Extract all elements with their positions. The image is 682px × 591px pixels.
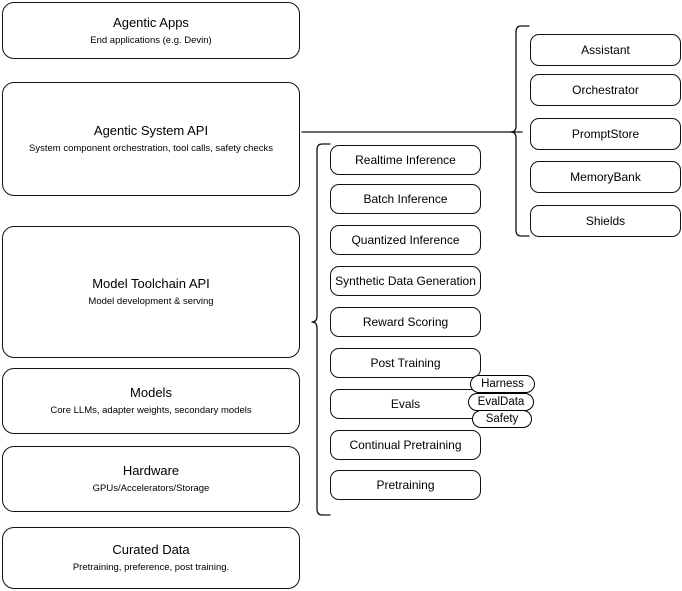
system-component-label: Assistant <box>581 43 630 57</box>
toolchain-item-label: Reward Scoring <box>362 315 449 329</box>
toolchain-item-label: Pretraining <box>376 478 435 492</box>
stack-layer-subtitle: Pretraining, preference, post training. <box>72 562 230 573</box>
system-component-label: PromptStore <box>571 127 640 141</box>
system-component-label: MemoryBank <box>570 170 641 184</box>
system-component-promptstore[interactable]: PromptStore <box>530 118 681 150</box>
system-component-memorybank[interactable]: MemoryBank <box>530 161 681 193</box>
evals-pill-safety[interactable]: Safety <box>472 410 532 428</box>
evals-pill-label: Safety <box>485 412 519 425</box>
toolchain-item-quantized-inference[interactable]: Quantized Inference <box>330 225 481 255</box>
stack-layer-agentic-apps[interactable]: Agentic Apps End applications (e.g. Devi… <box>2 2 300 59</box>
toolchain-item-label: Synthetic Data Generation <box>335 274 476 288</box>
evals-pill-evaldata[interactable]: EvalData <box>468 393 534 411</box>
stack-layer-title: Hardware <box>122 463 180 478</box>
toolchain-item-post-training[interactable]: Post Training <box>330 348 481 378</box>
system-component-label: Shields <box>585 214 626 228</box>
system-component-orchestrator[interactable]: Orchestrator <box>530 74 681 106</box>
toolchain-item-label: Continual Pretraining <box>349 438 462 452</box>
stack-layer-model-toolchain-api[interactable]: Model Toolchain API Model development & … <box>2 226 300 358</box>
toolchain-item-realtime-inference[interactable]: Realtime Inference <box>330 145 481 175</box>
toolchain-item-reward-scoring[interactable]: Reward Scoring <box>330 307 481 337</box>
middle-bracket <box>311 143 331 516</box>
toolchain-item-label: Quantized Inference <box>351 233 460 247</box>
stack-layer-agentic-system-api[interactable]: Agentic System API System component orch… <box>2 82 300 196</box>
stack-layer-title: Models <box>130 385 172 400</box>
stack-layer-curated-data[interactable]: Curated Data Pretraining, preference, po… <box>2 527 300 589</box>
stack-layer-subtitle: System component orchestration, tool cal… <box>29 143 273 154</box>
system-component-label: Orchestrator <box>572 83 639 97</box>
toolchain-item-pretraining[interactable]: Pretraining <box>330 470 481 500</box>
toolchain-item-evals[interactable]: Evals <box>330 389 481 419</box>
stack-layer-subtitle: Model development & serving <box>88 296 214 307</box>
toolchain-item-label: Realtime Inference <box>355 153 456 167</box>
toolchain-item-continual-pretraining[interactable]: Continual Pretraining <box>330 430 481 460</box>
stack-layer-subtitle: GPUs/Accelerators/Storage <box>92 483 210 494</box>
toolchain-item-label: Batch Inference <box>363 192 448 206</box>
system-component-shields[interactable]: Shields <box>530 205 681 237</box>
evals-pill-label: EvalData <box>477 395 525 408</box>
toolchain-item-synthetic-data-generation[interactable]: Synthetic Data Generation <box>330 266 481 296</box>
system-component-assistant[interactable]: Assistant <box>530 34 681 66</box>
stack-layer-models[interactable]: Models Core LLMs, adapter weights, secon… <box>2 368 300 434</box>
evals-pill-harness[interactable]: Harness <box>470 375 535 393</box>
stack-layer-subtitle: Core LLMs, adapter weights, secondary mo… <box>50 405 252 416</box>
toolchain-item-batch-inference[interactable]: Batch Inference <box>330 184 481 214</box>
stack-layer-hardware[interactable]: Hardware GPUs/Accelerators/Storage <box>2 446 300 512</box>
right-bracket <box>510 25 530 237</box>
toolchain-item-label: Evals <box>390 397 421 411</box>
stack-layer-title: Agentic System API <box>93 123 209 138</box>
stack-layer-title: Agentic Apps <box>113 14 189 30</box>
toolchain-item-label: Post Training <box>370 356 441 370</box>
stack-layer-title: Curated Data <box>112 542 190 557</box>
evals-pill-label: Harness <box>481 377 524 390</box>
stack-layer-subtitle: End applications (e.g. Devin) <box>90 34 212 46</box>
stack-layer-title: Model Toolchain API <box>92 276 210 291</box>
